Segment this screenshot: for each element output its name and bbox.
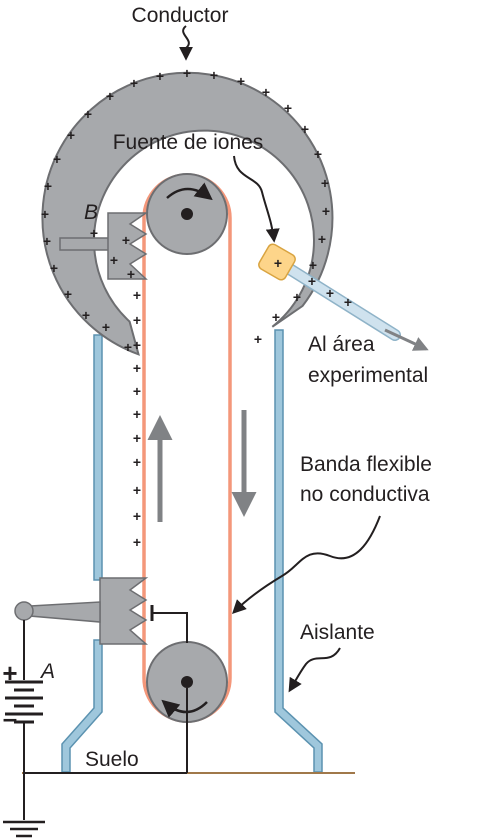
dome-charge: + <box>124 339 132 355</box>
belt-charge: + <box>133 360 141 376</box>
dome-charge: + <box>84 106 92 122</box>
conductor-label: Conductor <box>132 4 229 27</box>
dome-charge: + <box>41 206 49 222</box>
dome-charge: + <box>321 175 329 191</box>
comb-b: + + + + <box>59 212 149 282</box>
dome-charge: + <box>318 231 326 247</box>
rotation-arrow-top <box>166 182 213 201</box>
dome-charge: + <box>272 309 280 325</box>
ion-source-charge: + <box>274 255 282 271</box>
dome-charge: + <box>50 260 58 276</box>
ion-source-label: Fuente de iones <box>113 131 264 154</box>
earth-ground-icon <box>3 820 45 838</box>
beam-charge: + <box>308 273 316 289</box>
battery <box>5 680 43 724</box>
dome-charge: + <box>44 178 52 194</box>
experimental-area-label-1: Al área <box>308 333 375 356</box>
belt-charge: + <box>133 482 141 498</box>
dome-charge: + <box>183 65 191 81</box>
dome-charges: + + + + + + + + + + + + + + + + + + + + … <box>41 65 330 355</box>
belt-charge: + <box>133 337 141 353</box>
comb-b-charge: + <box>110 252 118 268</box>
dome-charge: + <box>67 127 75 143</box>
belt-charge: + <box>133 312 141 328</box>
leader-lines <box>179 25 381 693</box>
belt-charge: + <box>133 508 141 524</box>
dome-charge: + <box>82 307 90 323</box>
belt-charge: + <box>133 383 141 399</box>
belt-leader <box>232 515 381 614</box>
comb-b-charge: + <box>127 266 135 282</box>
ground-label: Suelo <box>85 748 139 771</box>
comb-a <box>14 577 149 645</box>
conductor-leader <box>179 25 193 61</box>
insulator-leader <box>288 647 341 693</box>
dome-charge: + <box>293 289 301 305</box>
conductor-dome <box>41 71 334 356</box>
belt-charge: + <box>133 406 141 422</box>
insulator-column-left <box>61 334 103 773</box>
experimental-area-label-2: experimental <box>308 364 428 387</box>
dome-charge: + <box>53 151 61 167</box>
dome-charge: + <box>254 331 262 347</box>
belt-charge: + <box>133 430 141 446</box>
dome-charge: + <box>314 146 322 162</box>
dome-charge: + <box>284 100 292 116</box>
belt-label-2: no conductiva <box>300 483 430 506</box>
dome-charge: + <box>43 233 51 249</box>
dome-charge: + <box>301 121 309 137</box>
belt-charge: + <box>133 287 141 303</box>
belt-label-1: Banda flexible <box>300 453 432 476</box>
battery-positive-sign: + <box>2 658 17 688</box>
point-b-label: B <box>84 201 98 224</box>
comb-b-charge: + <box>122 232 130 248</box>
insulator-column-right <box>274 329 323 773</box>
beam-charge: + <box>326 285 334 301</box>
dome-charge: + <box>210 67 218 83</box>
beam-arrow <box>384 328 429 351</box>
belt-charges: + + + + + + + + + + + <box>133 287 141 550</box>
dome-charge: + <box>64 286 72 302</box>
ion-source: + <box>258 243 296 281</box>
insulator-label: Aislante <box>300 621 375 644</box>
battery-negative-sign: – <box>3 703 17 733</box>
top-pulley <box>146 173 228 255</box>
beam-charge: + <box>344 294 352 310</box>
dome-charge: + <box>309 257 317 273</box>
ion-source-leader <box>233 155 280 243</box>
dome-charge: + <box>156 68 164 84</box>
dome-charge: + <box>322 203 330 219</box>
dome-charge: + <box>106 88 114 104</box>
belt-charge: + <box>133 534 141 550</box>
ion-beam: + + + <box>274 257 429 351</box>
belt-charge: + <box>133 454 141 470</box>
comb-b-charge: + <box>90 225 98 241</box>
circuit-wiring <box>23 605 188 820</box>
point-a-label: A <box>39 660 55 683</box>
dome-charge: + <box>237 73 245 89</box>
dome-charge: + <box>102 319 110 335</box>
dome-charge: + <box>130 75 138 91</box>
dome-charge: + <box>262 84 270 100</box>
